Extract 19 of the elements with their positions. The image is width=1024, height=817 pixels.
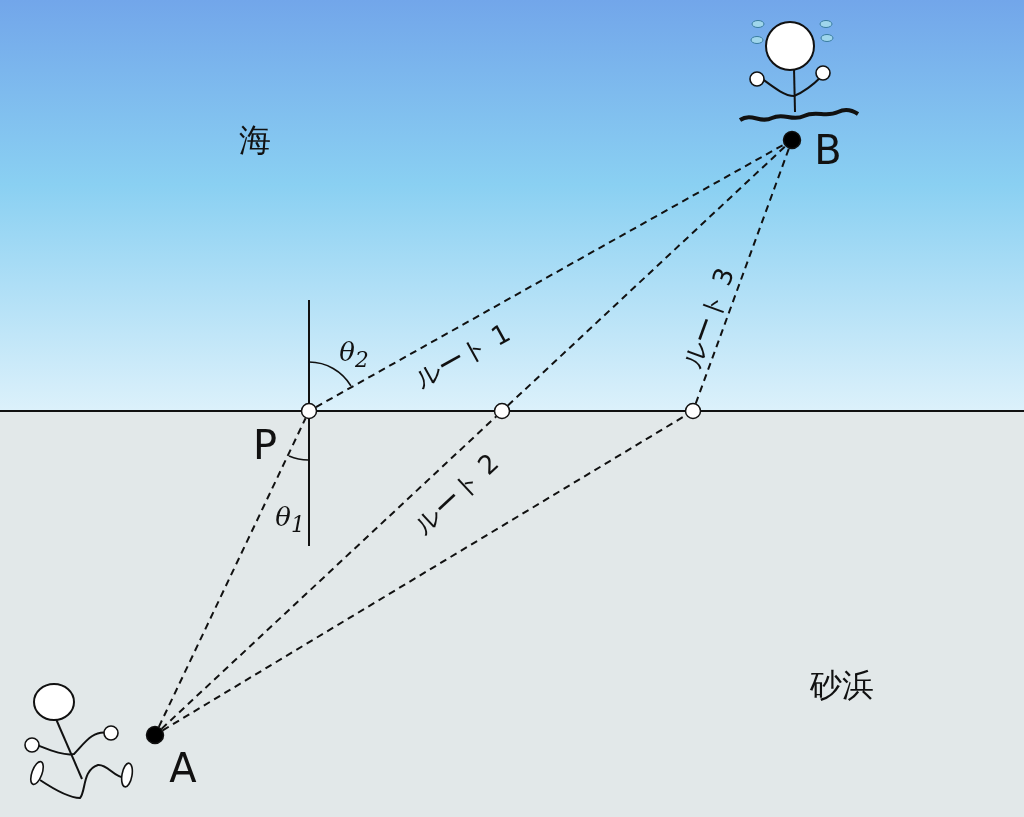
edge-label: ルート 3	[677, 264, 739, 372]
dashed-line	[315, 143, 786, 409]
point-label: P	[252, 425, 278, 465]
point-dot	[782, 130, 802, 150]
dashed-line	[160, 415, 498, 730]
edge-label: ルート 1	[409, 319, 515, 393]
dashed-line	[506, 145, 787, 407]
point-dot	[145, 725, 165, 745]
dashed-line	[157, 417, 307, 728]
dashed-line	[694, 147, 790, 405]
point-marker	[684, 402, 702, 420]
region-label: 砂浜	[810, 669, 874, 701]
point-marker	[493, 402, 511, 420]
region-label: 海	[239, 124, 271, 156]
angle-label: θ$_{2}$	[339, 339, 369, 371]
edge-label: ルート 2	[408, 448, 504, 540]
angle-label: θ$_{1}$	[275, 504, 305, 536]
point-label: B	[814, 130, 842, 170]
point-label: A	[169, 748, 197, 788]
